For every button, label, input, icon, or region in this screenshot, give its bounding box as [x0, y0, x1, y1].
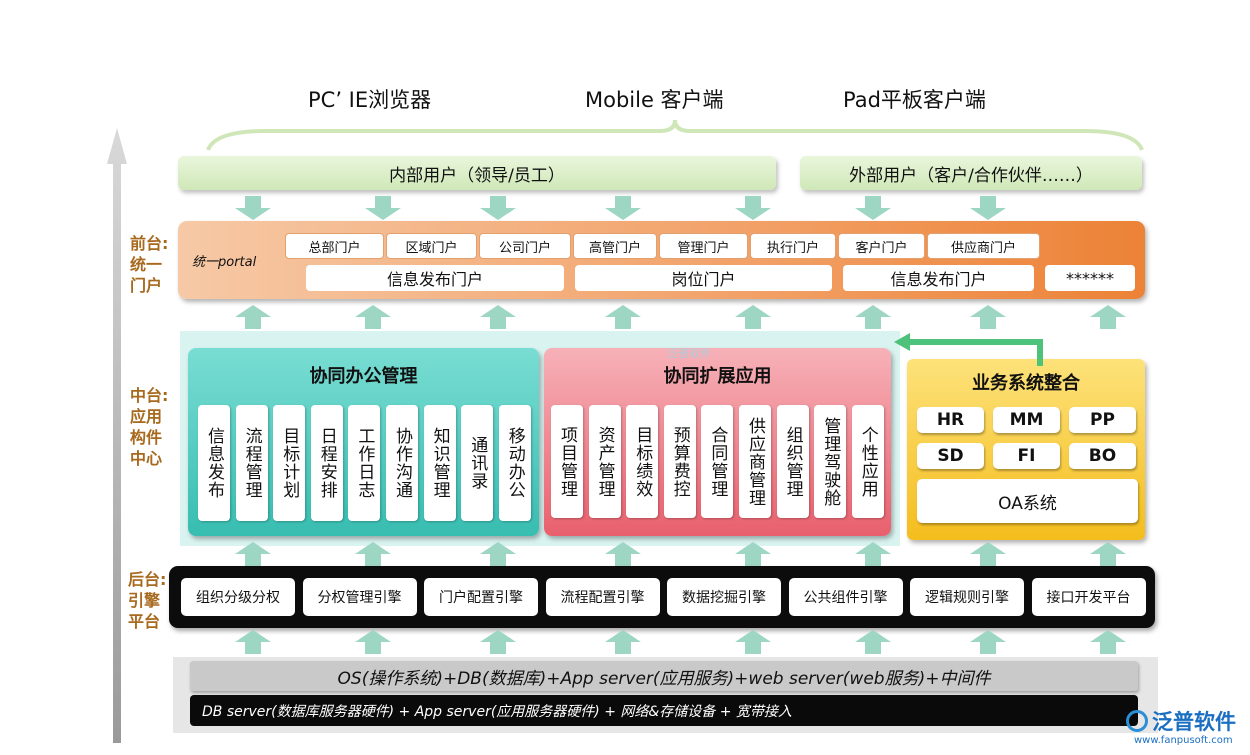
- integration-module: HR: [917, 407, 984, 433]
- integration-module: FI: [993, 443, 1060, 469]
- portal-button: 客户门户: [838, 233, 925, 259]
- portal-page: 岗位门户: [575, 265, 832, 291]
- ext-item: 合同管理: [701, 405, 734, 518]
- client-pad: Pad平板客户端: [843, 88, 986, 112]
- vertical-axis-arrow: [107, 128, 127, 743]
- portal-label: 统一portal: [192, 255, 257, 270]
- up-arrow: [855, 542, 891, 566]
- ext-item: 管理驾驶舱: [814, 405, 847, 518]
- logo-name: 泛普软件: [1152, 710, 1236, 734]
- ext-item: 资产管理: [588, 405, 621, 518]
- engine-item: 门户配置引擎: [424, 578, 538, 616]
- office-item: 协作沟通: [386, 405, 418, 521]
- up-arrow: [970, 630, 1006, 654]
- up-arrow: [605, 305, 641, 329]
- infra-line1: OS(操作系统)+DB(数据库)+App server(应用服务)+web se…: [190, 661, 1138, 691]
- ext-item: 供应商管理: [739, 405, 771, 518]
- client-mobile: Mobile 客户端: [585, 88, 724, 112]
- brand-logo: 泛普软件 www.fanpusoft.com: [1124, 706, 1244, 752]
- up-arrow: [855, 630, 891, 654]
- up-arrow: [1090, 542, 1126, 566]
- portal-page: 信息发布门户: [843, 265, 1034, 291]
- up-arrow: [735, 630, 771, 654]
- brace: [206, 119, 1144, 151]
- office-item: 移动办公: [498, 405, 531, 521]
- engine-item: 组织分级分权: [181, 578, 295, 616]
- up-arrow: [480, 542, 516, 566]
- infra-line2: DB server(数据库服务器硬件) + App server(应用服务器硬件…: [190, 695, 1138, 726]
- integration-feedback-arrow: [894, 333, 1043, 366]
- portal-button: 高管门户: [573, 233, 657, 259]
- portal-button: 区域门户: [386, 233, 477, 259]
- down-arrow: [365, 196, 401, 220]
- down-arrow: [480, 196, 516, 220]
- office-item: 目标计划: [273, 405, 306, 521]
- internal-users-bar: 内部用户（领导/员工）: [178, 156, 776, 190]
- ext-item: 组织管理: [776, 405, 809, 518]
- engine-item: 公共组件引擎: [788, 578, 903, 616]
- down-arrow: [605, 196, 641, 220]
- watermark-logo: 泛普软件: [667, 347, 711, 360]
- office-item: 信息发布: [198, 405, 230, 521]
- up-arrow: [1090, 630, 1126, 654]
- engine-item: 数据挖掘引擎: [667, 578, 781, 616]
- integration-title: 业务系统整合: [972, 373, 1080, 394]
- up-arrow: [355, 305, 391, 329]
- integration-module: SD: [917, 443, 984, 469]
- up-arrow: [355, 630, 391, 654]
- collab-ext-title: 协同扩展应用: [663, 366, 772, 387]
- up-arrow: [355, 542, 391, 566]
- ext-item: 个性应用: [851, 405, 884, 518]
- up-arrow: [970, 305, 1006, 329]
- portal-button: 执行门户: [750, 233, 836, 259]
- down-arrow: [735, 196, 771, 220]
- up-arrow: [735, 305, 771, 329]
- up-arrow: [970, 542, 1006, 566]
- portal-page: 信息发布门户: [306, 265, 564, 291]
- up-arrow: [735, 542, 771, 566]
- collab-office-title: 协同办公管理: [309, 366, 418, 387]
- oa-system: OA系统: [917, 479, 1138, 523]
- office-item: 日程安排: [310, 405, 343, 521]
- side-label-middle: 中台: 应用 构件 中心: [130, 386, 169, 468]
- down-arrow: [970, 196, 1006, 220]
- engine-item: 分权管理引擎: [302, 578, 417, 616]
- office-item: 工作日志: [348, 405, 381, 521]
- portal-button: 总部门户: [285, 233, 384, 259]
- up-arrow: [235, 542, 271, 566]
- ext-item: 预算费控: [663, 405, 696, 518]
- portal-page: ******: [1045, 265, 1135, 291]
- down-arrow: [235, 196, 271, 220]
- portal-button: 供应商门户: [927, 233, 1040, 259]
- down-arrow: [855, 196, 891, 220]
- external-users-bar: 外部用户（客户/合作伙伴……）: [800, 156, 1142, 190]
- portal-button: 公司门户: [479, 233, 571, 259]
- up-arrow: [1090, 305, 1126, 329]
- integration-module: MM: [993, 407, 1060, 433]
- logo-icon: [1126, 710, 1148, 732]
- up-arrow: [605, 542, 641, 566]
- up-arrow: [855, 305, 891, 329]
- client-pc: PC’ IE浏览器: [308, 88, 432, 112]
- portal-button: 管理门户: [659, 233, 748, 259]
- office-item: 通讯录: [461, 405, 494, 521]
- engine-item: 逻辑规则引擎: [910, 578, 1024, 616]
- engine-item: 接口开发平台: [1031, 578, 1146, 616]
- engine-item: 流程配置引擎: [545, 578, 660, 616]
- office-item: 知识管理: [423, 405, 456, 521]
- up-arrow: [480, 305, 516, 329]
- up-arrow: [235, 305, 271, 329]
- up-arrow: [480, 630, 516, 654]
- integration-module: BO: [1069, 443, 1136, 469]
- integration-module: PP: [1069, 407, 1136, 433]
- ext-item: 项目管理: [551, 405, 583, 518]
- up-arrow: [235, 630, 271, 654]
- side-label-back: 后台: 引擎 平台: [128, 570, 167, 631]
- side-label-front: 前台: 统一 门户: [130, 234, 169, 295]
- office-item: 流程管理: [235, 405, 268, 521]
- ext-item: 目标绩效: [626, 405, 659, 518]
- up-arrow: [605, 630, 641, 654]
- logo-url: www.fanpusoft.com: [1134, 735, 1233, 746]
